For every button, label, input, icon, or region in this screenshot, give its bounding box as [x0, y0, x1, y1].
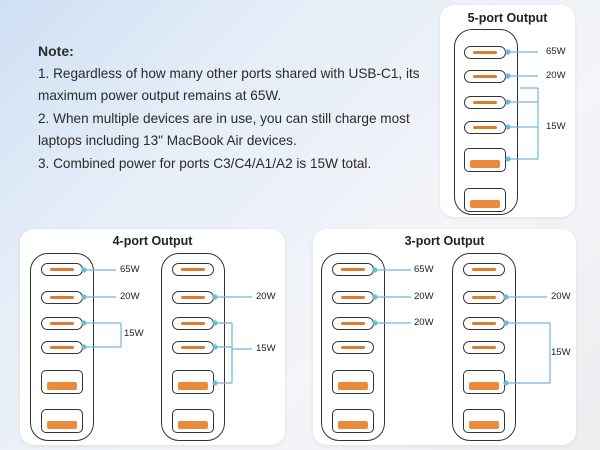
port-label: 20W [414, 317, 434, 328]
note-title: Note: [38, 43, 74, 59]
port-label: 20W [256, 291, 276, 302]
usb-c-port-icon [172, 291, 214, 304]
four-port-title: 4-port Output [112, 234, 193, 248]
five-port-title: 5-port Output [467, 11, 548, 25]
connector-lines [81, 267, 252, 386]
port-label: 20W [414, 291, 434, 302]
usb-c-port-icon [464, 70, 506, 83]
usb-c-port-icon [172, 263, 214, 276]
four-port-panel: 4-port Output [20, 229, 285, 445]
usb-a-port-icon [463, 370, 505, 394]
usb-c-port-icon [464, 46, 506, 59]
usb-a-port-icon [41, 409, 83, 433]
port-label: 15W [124, 328, 144, 339]
port-label: 20W [120, 291, 140, 302]
usb-c-port-icon [463, 341, 505, 354]
connector-lines [505, 49, 539, 162]
charger-body [454, 29, 518, 215]
port-label: 20W [551, 291, 571, 302]
note-line-1: 1. Regardless of how many other ports sh… [38, 65, 420, 104]
usb-a-port-icon [41, 370, 83, 394]
usb-c-port-icon [332, 291, 374, 304]
port-label: 15W [546, 121, 566, 132]
charger-body [452, 253, 516, 441]
note-line-2: 2. When multiple devices are in use, you… [38, 110, 410, 149]
note-line-3: 3. Combined power for ports C3/C4/A1/A2 … [38, 155, 372, 171]
usb-c-port-icon [463, 263, 505, 276]
five-port-panel: 5-port Output 65W 20W 15W [440, 5, 575, 217]
usb-c-port-icon [172, 317, 214, 330]
three-port-title: 3-port Output [404, 234, 485, 248]
note-block: Note: 1. Regardless of how many other po… [38, 40, 428, 175]
usb-a-port-icon [172, 370, 214, 394]
usb-a-port-icon [172, 409, 214, 433]
port-label: 65W [546, 46, 566, 57]
usb-a-port-icon [464, 188, 506, 212]
charger-body [321, 253, 385, 441]
usb-a-port-icon [464, 148, 506, 172]
three-port-panel: 3-port Output 65W 20W 20W 20W 15W [313, 229, 576, 445]
port-label: 65W [414, 264, 434, 275]
usb-a-port-icon [463, 409, 505, 433]
port-label: 65W [120, 264, 140, 275]
usb-a-port-icon [332, 370, 374, 394]
port-label: 20W [546, 70, 566, 81]
usb-a-port-icon [332, 409, 374, 433]
usb-c-port-icon [332, 341, 374, 354]
port-label: 15W [256, 343, 276, 354]
connector-lines [372, 267, 551, 386]
port-label: 15W [551, 347, 571, 358]
usb-c-port-icon [463, 317, 505, 330]
usb-c-port-icon [41, 291, 83, 304]
